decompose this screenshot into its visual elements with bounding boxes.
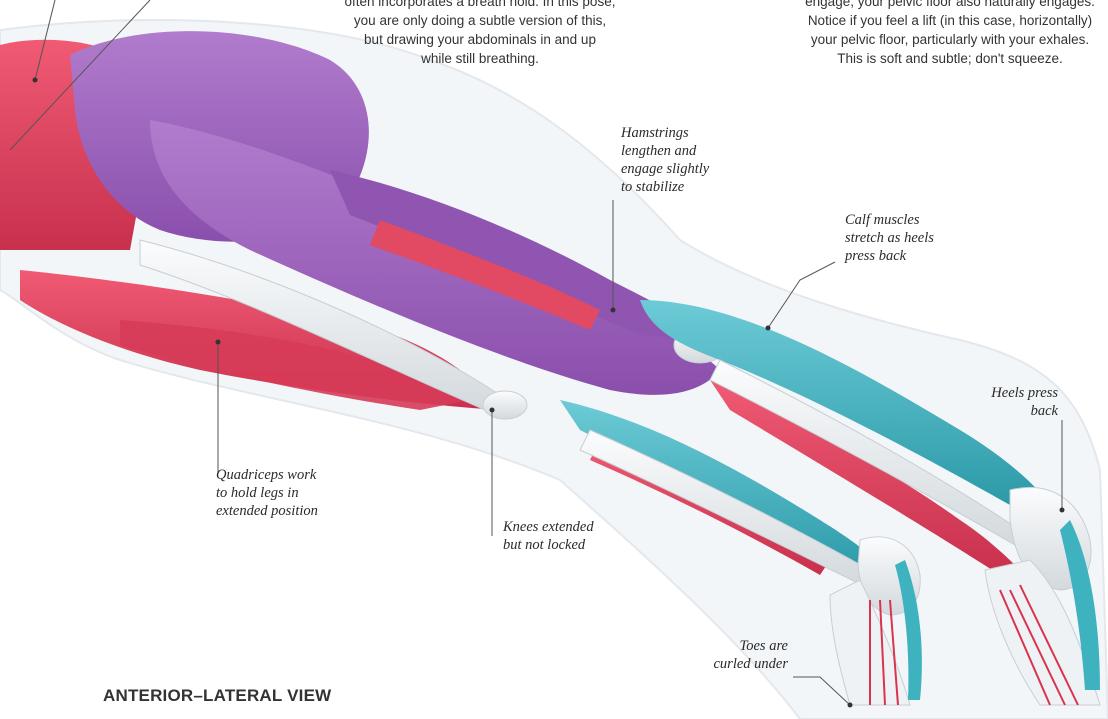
leader-dot-knees — [490, 408, 495, 413]
leader-dot-toes — [848, 703, 853, 708]
callout-quadriceps: Quadriceps work to hold legs in extended… — [216, 466, 318, 520]
leader-dot-quadriceps — [216, 340, 221, 345]
intro-left-line: often incorporates a breath hold. In thi… — [300, 0, 660, 11]
callout-line: press back — [845, 247, 934, 265]
intro-left-line: you are only doing a subtle version of t… — [300, 11, 660, 30]
callout-line: Quadriceps work — [216, 466, 318, 484]
intro-text-left: often incorporates a breath hold. In thi… — [300, 0, 660, 68]
leader-dot-thigh — [33, 78, 38, 83]
intro-right-line: your pelvic floor, particularly with you… — [740, 30, 1108, 49]
callout-line: curled under — [670, 655, 788, 673]
callout-line: stretch as heels — [845, 229, 934, 247]
leader-dot-heels — [1060, 508, 1065, 513]
callout-hamstrings: Hamstrings lengthen and engage slightly … — [621, 124, 709, 196]
knee-joint — [483, 391, 527, 419]
leader-dot-hamstrings — [611, 308, 616, 313]
callout-knees: Knees extended but not locked — [503, 518, 594, 554]
callout-calf-muscles: Calf muscles stretch as heels press back — [845, 211, 934, 265]
callout-heels: Heels press back — [960, 384, 1058, 420]
callout-line: Toes are — [670, 637, 788, 655]
intro-right-line: engage, your pelvic floor also naturally… — [740, 0, 1108, 11]
callout-line: back — [960, 402, 1058, 420]
callout-line: extended position — [216, 502, 318, 520]
callout-line: lengthen and — [621, 142, 709, 160]
intro-left-line: while still breathing. — [300, 49, 660, 68]
intro-right-line: Notice if you feel a lift (in this case,… — [740, 11, 1108, 30]
callout-line: to hold legs in — [216, 484, 318, 502]
callout-line: to stabilize — [621, 178, 709, 196]
intro-text-right: engage, your pelvic floor also naturally… — [740, 0, 1108, 68]
intro-right-line: This is soft and subtle; don't squeeze. — [740, 49, 1108, 68]
callout-line: engage slightly — [621, 160, 709, 178]
callout-line: Hamstrings — [621, 124, 709, 142]
callout-toes: Toes are curled under — [670, 637, 788, 673]
callout-line: Knees extended — [503, 518, 594, 536]
leader-dot-calf — [766, 326, 771, 331]
intro-left-line: but drawing your abdominals in and up — [300, 30, 660, 49]
callout-line: but not locked — [503, 536, 594, 554]
callout-line: Heels press — [960, 384, 1058, 402]
callout-line: Calf muscles — [845, 211, 934, 229]
view-title: ANTERIOR–LATERAL VIEW — [103, 686, 331, 706]
